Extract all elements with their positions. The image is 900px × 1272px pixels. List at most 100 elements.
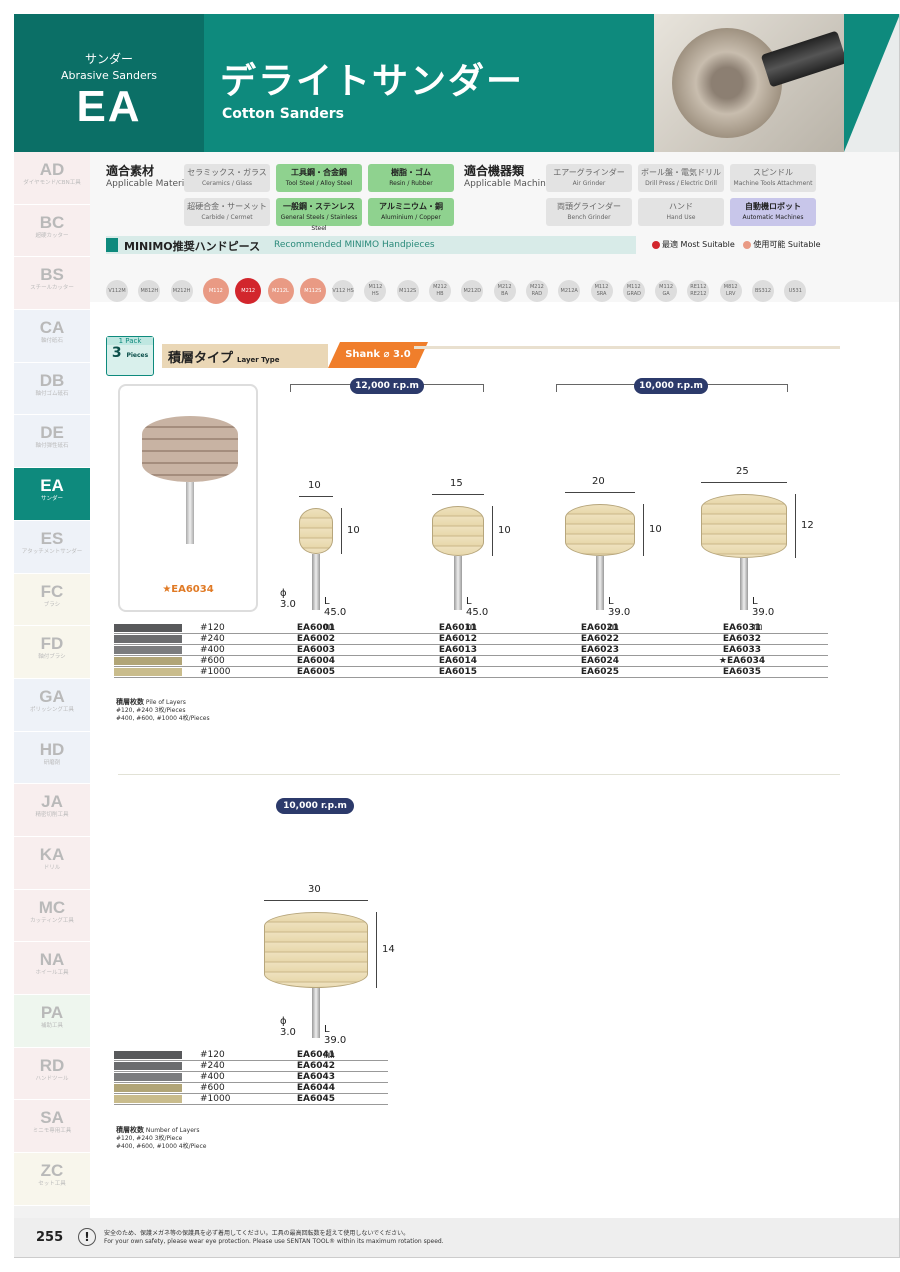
grit-swatch [114,1073,182,1081]
note-title: 積層枚数 [116,698,144,706]
product-code: EA6005 [296,667,336,677]
grit-label: #1000 [200,667,231,677]
height-label: 14 [382,944,395,955]
chip-en: Tool Steel / Alloy Steel [285,180,353,187]
note-title: 積層枚数 [116,1126,144,1134]
handpiece-badge: BS312 [752,280,774,302]
grit-label: #400 [200,645,225,655]
product-code: EA6035 [722,667,762,677]
sidebar-sub: 軸付弾性砥石 [35,443,69,450]
handpiece-badge: RE112 RE212 [687,280,710,302]
note-line: #400, #600, #1000 4枚/Piece [116,1143,207,1150]
product-code: EA6011 [438,623,478,633]
handpiece-badge: M212D [461,280,484,302]
sidebar-sub: 研磨剤 [43,759,61,766]
handpiece-badge: M112 SRA [590,280,613,302]
grit-swatch [114,668,182,676]
height-label: 10 [347,525,360,536]
height-label: 10 [498,525,511,536]
chip-jp: セラミックス・ガラス [187,168,267,177]
handpiece-badge: V112 HS [332,280,355,302]
safety-note-en: For your own safety, please wear eye pro… [104,1238,444,1245]
chip-en: Hand Use [666,214,696,221]
product-code: EA6012 [438,634,478,644]
grit-label: #1000 [200,1094,231,1104]
sidebar-code: FC [40,581,64,601]
grit-swatch [114,1084,182,1092]
layer-note-2: 積層枚数 Number of Layers #120, #240 3枚/Piec… [116,1126,206,1151]
rpm-badge: 10,000 r.p.m [276,798,354,814]
category-box: サンダー Abrasive Sanders EA [14,14,204,152]
rpm-badge: 10,000 r.p.m [634,378,708,394]
note-title-en: Pile of Layers [145,699,186,706]
machines-label-jp: 適合機器類 [464,164,525,178]
chip-en: Air Grinder [572,180,606,187]
sidebar-code: RD [39,1055,65,1075]
handpiece-badge: U531 [784,280,807,302]
shank-badge: Shank ⌀ 3.0 [328,342,428,368]
materials-label-jp: 適合素材 [106,164,155,178]
safety-note-jp: 安全のため、保護メガネ等の保護具を必ず着用してください。工具の最高回転数を超えて… [104,1230,410,1237]
chip-en: Resin / Rubber [389,180,433,187]
grit-swatch [114,1051,182,1059]
sidebar-sub: 軸付砥石 [40,338,63,345]
sidebar-sub: セット工具 [38,1181,66,1188]
product-code: EA6013 [438,645,478,655]
sidebar-code: EA [40,476,64,496]
sidebar-sub: カッティング工具 [30,917,74,924]
product-code: EA6042 [296,1061,336,1071]
product-code: EA6032 [722,634,762,644]
chip-en: Aluminium / Copper [381,214,441,221]
handpiece-badge: M112 GRAD [622,280,645,302]
product-code: EA6002 [296,634,336,644]
shank-dia-label: ϕ 3.0 [280,1016,296,1038]
note-line: #120, #240 3枚/Piece [116,1135,183,1142]
product-photo [654,14,848,152]
width-label: 15 [450,478,463,489]
grit-label: #120 [200,1050,225,1060]
chip-en: Carbide / Cermet [201,214,253,221]
chip-jp: 工具鋼・合金鋼 [291,168,347,177]
width-label: 10 [308,480,321,491]
sidebar-code: CA [39,318,65,338]
sidebar-code: KA [39,844,65,864]
product-code: EA6004 [296,656,336,666]
warning-icon: ! [78,1228,96,1246]
chip-en: Machine Tools Attachment [733,180,813,187]
sidebar-sub: アタッチメントサンダー [21,548,83,555]
handpiece-badge: V112M [106,280,128,302]
category-code: EA [76,82,142,131]
shank-dia-label: ϕ 3.0 [280,588,296,610]
product-code: EA6033 [722,645,762,655]
